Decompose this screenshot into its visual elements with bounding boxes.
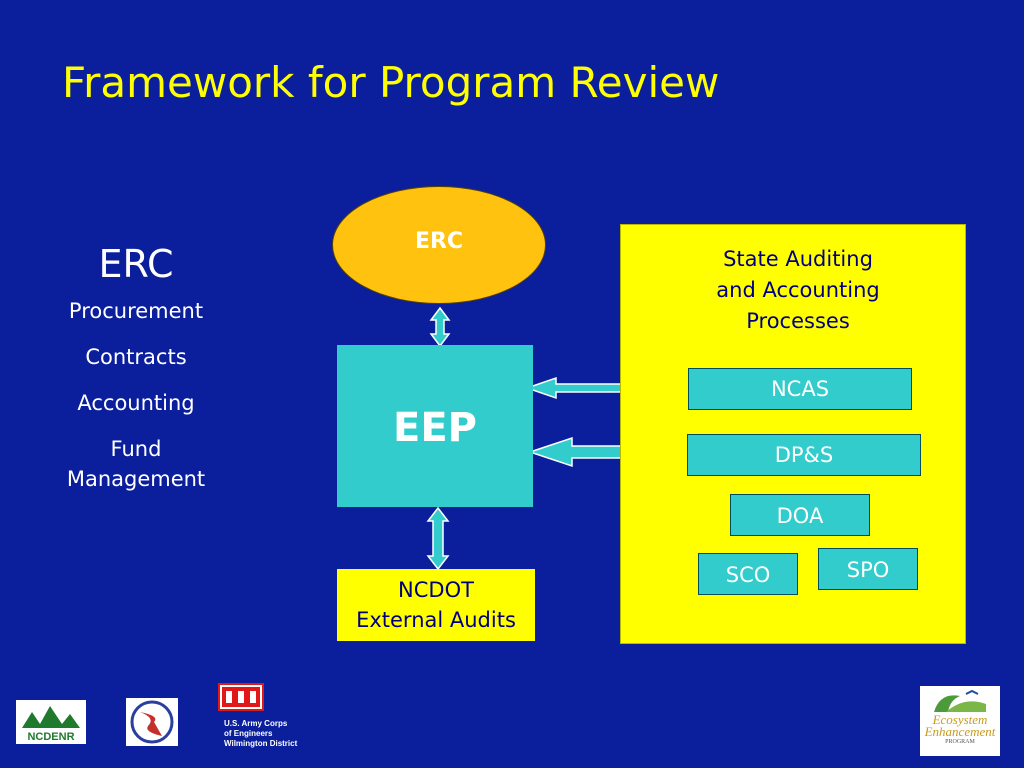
ncdenr-logo: NCDENR bbox=[16, 700, 86, 744]
eep-node-label: EEP bbox=[393, 405, 477, 451]
erc-eep-arrow bbox=[429, 306, 451, 348]
eep-logo-text: Ecosystem Enhancement PROGRAM bbox=[922, 712, 998, 746]
usace-castle-logo bbox=[218, 683, 264, 711]
list-item-fund-management: Fund Management bbox=[46, 434, 226, 494]
list-item-contracts: Contracts bbox=[85, 345, 187, 369]
state-title-line: and Accounting bbox=[716, 278, 880, 302]
ncas-node: NCAS bbox=[688, 368, 912, 410]
management-line: Management bbox=[66, 467, 206, 491]
ncdot-label: NCDOT bbox=[398, 578, 474, 602]
state-title-line: State Auditing bbox=[723, 247, 873, 271]
eep-logo-line: Ecosystem bbox=[932, 712, 988, 727]
usace-line: of Engineers bbox=[224, 729, 273, 738]
eep-ncdot-arrow bbox=[426, 506, 450, 571]
external-audits-label: External Audits bbox=[356, 608, 516, 632]
eep-node: EEP bbox=[337, 345, 533, 507]
ecosystem-enhancement-logo: Ecosystem Enhancement PROGRAM bbox=[920, 686, 1000, 756]
erc-node: ERC bbox=[332, 186, 546, 304]
ncdot-seal-icon bbox=[130, 700, 174, 744]
usace-line: Wilmington District bbox=[224, 739, 298, 748]
erc-responsibilities-list: ERC Procurement Contracts Accounting Fun… bbox=[46, 240, 226, 510]
list-item-procurement: Procurement bbox=[68, 299, 204, 323]
doa-node: DOA bbox=[730, 494, 870, 536]
usace-line: U.S. Army Corps bbox=[224, 719, 288, 728]
usace-caption: U.S. Army Corps of Engineers Wilmington … bbox=[224, 719, 297, 749]
spo-node: SPO bbox=[818, 548, 918, 590]
erc-node-label: ERC bbox=[414, 229, 464, 254]
state-title-line: Processes bbox=[746, 309, 850, 333]
erc-heading: ERC bbox=[98, 242, 174, 286]
ncdot-logo bbox=[126, 698, 178, 746]
dps-node: DP&S bbox=[687, 434, 921, 476]
landscape-icon bbox=[934, 689, 986, 712]
ncdenr-emblem-icon: NCDENR bbox=[20, 706, 82, 743]
eep-logo-line: Enhancement bbox=[924, 724, 996, 739]
eep-logo-line: PROGRAM bbox=[945, 739, 975, 745]
ncdot-external-audits-node: NCDOT External Audits bbox=[337, 569, 535, 641]
list-item-accounting: Accounting bbox=[77, 391, 195, 415]
svg-text:NCDENR: NCDENR bbox=[27, 731, 74, 743]
sco-node: SCO bbox=[698, 553, 798, 595]
fund-line: Fund bbox=[110, 437, 162, 461]
state-auditing-title: State Auditing and Accounting Processes bbox=[672, 244, 924, 337]
castle-icon bbox=[220, 685, 262, 709]
slide-title: Framework for Program Review bbox=[62, 58, 720, 107]
